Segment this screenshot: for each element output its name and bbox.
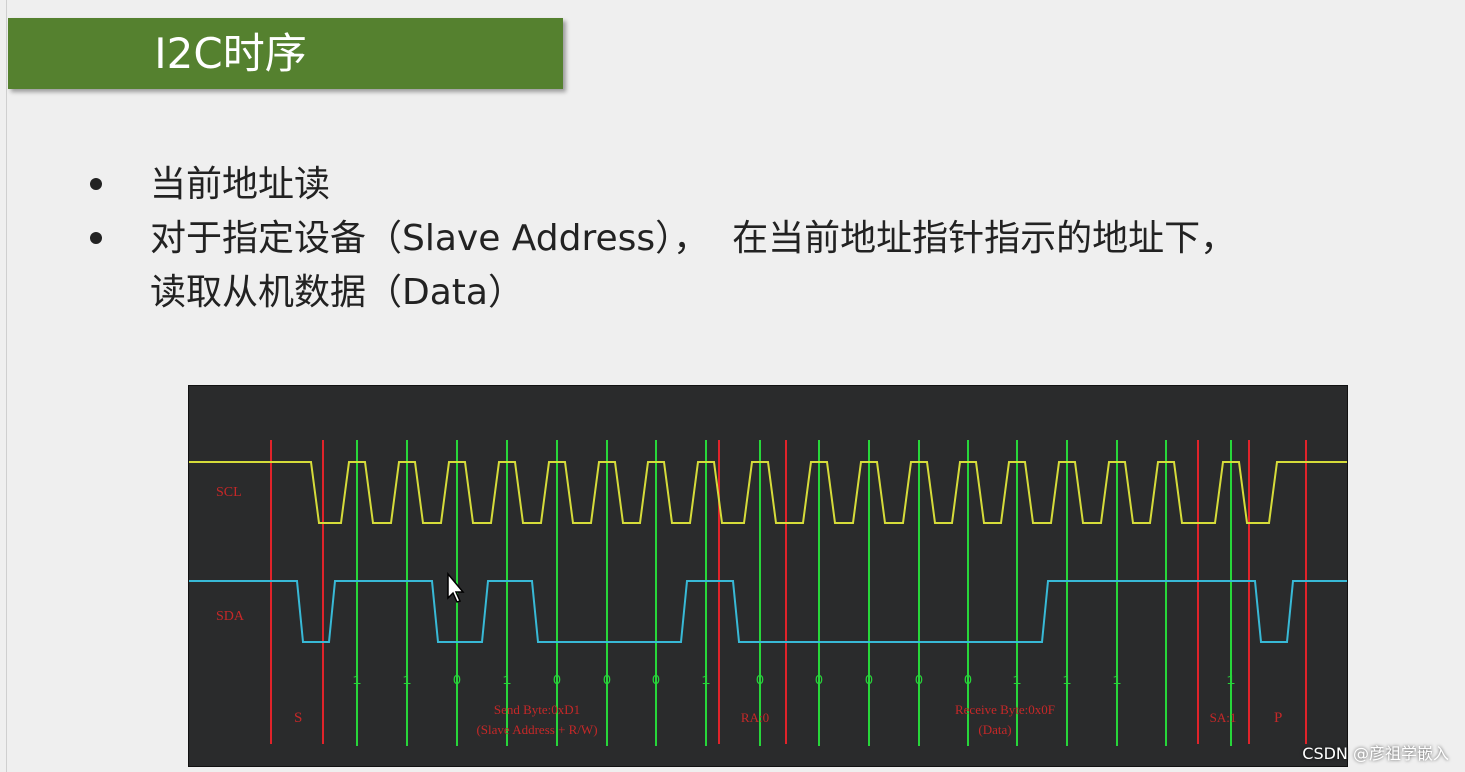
bit-value-label: 0 [756, 673, 764, 689]
sda-waveform [189, 580, 1347, 643]
csdn-watermark: CSDN @彦祖学嵌入 [1302, 744, 1449, 763]
bullet-dot-icon [90, 178, 102, 190]
bit-value-label: 1 [353, 673, 361, 689]
title-bar: I2C时序 [8, 18, 563, 89]
bullet-item: 当前地址读 [90, 158, 1420, 212]
sda-label: SDA [216, 609, 245, 624]
slide-left-border [6, 0, 7, 772]
slide-title: I2C时序 [154, 29, 307, 78]
bit-value-label: 1 [1013, 673, 1021, 689]
send-ack-label: SA:1 [1210, 710, 1237, 725]
read-ack-label: RA:0 [741, 710, 769, 725]
bit-value-labels: 1 1 0 1 0 0 0 1 0 0 0 0 0 1 1 1 1 [353, 673, 1235, 689]
bit-value-label: 0 [865, 673, 873, 689]
send-byte-label: Send Byte:0xD1 [494, 702, 580, 717]
stop-label: P [1274, 710, 1282, 726]
scl-waveform [189, 461, 1347, 524]
receive-byte-sublabel: (Data) [978, 722, 1011, 737]
bit-value-label: 1 [1227, 673, 1235, 689]
bit-value-label: 1 [1063, 673, 1071, 689]
bullet-list: 当前地址读 对于指定设备（Slave Address）， 在当前地址指针指示的地… [90, 158, 1420, 320]
start-label: S [294, 710, 302, 726]
bit-value-label: 0 [815, 673, 823, 689]
bit-value-label: 0 [453, 673, 461, 689]
bullet-text: 对于指定设备（Slave Address）， 在当前地址指针指示的地址下， 读取… [150, 218, 1237, 313]
bit-value-label: 0 [964, 673, 972, 689]
bullet-item: 对于指定设备（Slave Address）， 在当前地址指针指示的地址下， 读取… [90, 212, 1420, 320]
bit-value-label: 1 [503, 673, 511, 689]
bit-value-label: 1 [702, 673, 710, 689]
bit-value-label: 0 [553, 673, 561, 689]
oscilloscope-timing-diagram: SCL SDA 1 1 0 1 0 0 0 1 0 0 0 0 0 1 1 1 1 S Send Byte:0x… [188, 385, 1348, 767]
bit-value-label: 1 [1113, 673, 1121, 689]
send-byte-sublabel: (Slave Address + R/W) [476, 722, 597, 737]
green-sample-markers [356, 440, 1232, 746]
timing-diagram-canvas: SCL SDA 1 1 0 1 0 0 0 1 0 0 0 0 0 1 1 1 1 S Send Byte:0x… [189, 440, 1347, 746]
bullet-dot-icon [90, 232, 102, 244]
bit-value-label: 0 [915, 673, 923, 689]
red-boundary-markers [270, 440, 1307, 744]
bit-value-label: 1 [403, 673, 411, 689]
bit-value-label: 0 [652, 673, 660, 689]
bit-value-label: 0 [603, 673, 611, 689]
scl-label: SCL [216, 485, 242, 500]
mouse-cursor-icon [440, 571, 468, 612]
receive-byte-label: Receive Byte:0x0F [955, 702, 1055, 717]
bullet-text: 当前地址读 [150, 164, 331, 205]
